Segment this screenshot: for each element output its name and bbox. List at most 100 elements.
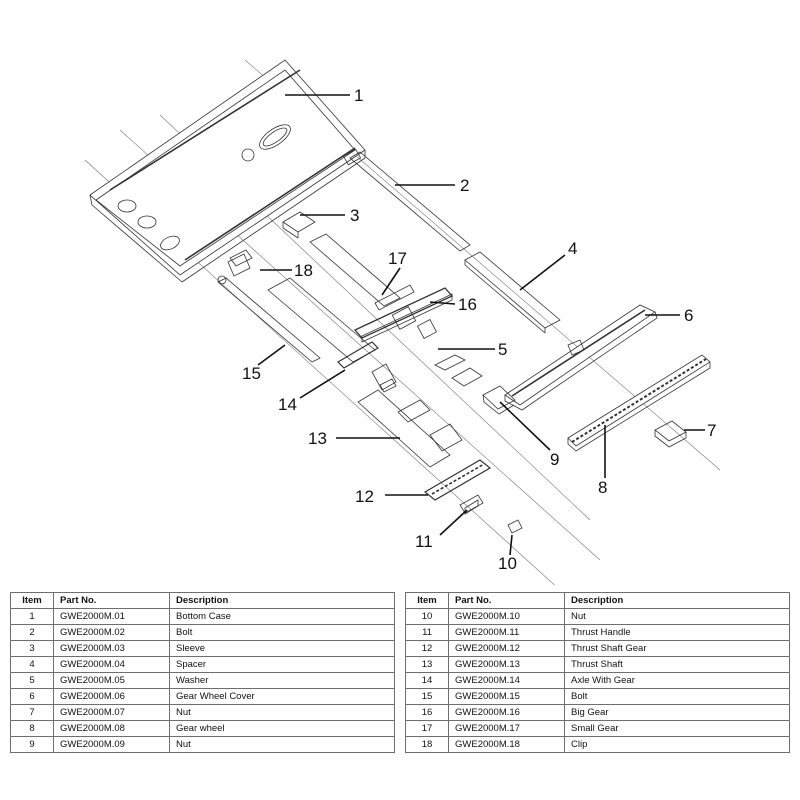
callout-11: 11 bbox=[415, 532, 433, 551]
cell-description: Bolt bbox=[169, 624, 395, 641]
cell-part-no: GWE2000M.15 bbox=[448, 688, 565, 705]
part-bolt bbox=[342, 148, 471, 252]
cell-part-no: GWE2000M.07 bbox=[53, 704, 170, 721]
part-bottom-case bbox=[89, 59, 366, 283]
cell-part-no: GWE2000M.13 bbox=[448, 656, 565, 673]
cell-part-no: GWE2000M.03 bbox=[53, 640, 170, 657]
callout-14: 14 bbox=[278, 395, 297, 414]
cell-item: 11 bbox=[405, 624, 449, 641]
part-gear-wheel-cover bbox=[504, 304, 658, 411]
cell-part-no: GWE2000M.09 bbox=[53, 736, 170, 753]
callout-labels: 1 2 3 4 5 6 7 8 9 10 11 12 13 14 15 16 1… bbox=[242, 86, 716, 573]
part-bolt-15 bbox=[217, 275, 321, 363]
part-big-gear bbox=[353, 287, 454, 343]
callout-5: 5 bbox=[498, 340, 507, 359]
cell-part-no: GWE2000M.16 bbox=[448, 704, 565, 721]
header-part-no: Part No. bbox=[448, 592, 565, 609]
callout-9: 9 bbox=[550, 450, 559, 469]
cell-description: Big Gear bbox=[564, 704, 790, 721]
callout-1: 1 bbox=[354, 86, 363, 105]
cell-description: Thrust Shaft bbox=[564, 656, 790, 673]
part-nut-9 bbox=[482, 385, 516, 415]
part-spacer bbox=[464, 251, 561, 334]
exploded-parts-diagram: 1 2 3 4 5 6 7 8 9 10 11 12 13 14 15 16 1… bbox=[84, 59, 721, 585]
cell-item: 1 bbox=[10, 608, 54, 625]
header-part-no: Part No. bbox=[53, 592, 170, 609]
cell-item: 13 bbox=[405, 656, 449, 673]
cell-description: Bottom Case bbox=[169, 608, 395, 625]
part-axle-with-gear bbox=[267, 233, 401, 391]
callout-6: 6 bbox=[684, 306, 693, 325]
callout-17: 17 bbox=[388, 249, 407, 268]
cell-description: Axle With Gear bbox=[564, 672, 790, 689]
leader-lines bbox=[257, 94, 705, 556]
part-nut-7 bbox=[654, 420, 687, 448]
callout-3: 3 bbox=[350, 206, 359, 225]
cell-part-no: GWE2000M.11 bbox=[448, 624, 565, 641]
cell-description: Thrust Shaft Gear bbox=[564, 640, 790, 657]
cell-part-no: GWE2000M.17 bbox=[448, 720, 565, 737]
cell-description: Bolt bbox=[564, 688, 790, 705]
part-thrust-handle bbox=[459, 494, 484, 515]
cell-description: Small Gear bbox=[564, 720, 790, 737]
cell-part-no: GWE2000M.01 bbox=[53, 608, 170, 625]
callout-12: 12 bbox=[355, 487, 374, 506]
part-thrust-shaft-gear bbox=[423, 459, 492, 501]
header-description: Description bbox=[564, 592, 790, 609]
cell-item: 5 bbox=[10, 672, 54, 689]
callout-10: 10 bbox=[498, 554, 517, 573]
cell-description: Gear Wheel Cover bbox=[169, 688, 395, 705]
cell-item: 3 bbox=[10, 640, 54, 657]
cell-item: 9 bbox=[10, 736, 54, 753]
callout-13: 13 bbox=[308, 429, 327, 448]
cell-description: Nut bbox=[564, 608, 790, 625]
part-thrust-shaft bbox=[357, 378, 463, 468]
cell-part-no: GWE2000M.14 bbox=[448, 672, 565, 689]
cell-description: Sleeve bbox=[169, 640, 395, 657]
part-small-gear bbox=[374, 284, 438, 340]
callout-16: 16 bbox=[458, 295, 477, 314]
callout-7: 7 bbox=[707, 421, 716, 440]
cell-part-no: GWE2000M.08 bbox=[53, 720, 170, 737]
cell-item: 16 bbox=[405, 704, 449, 721]
cell-description: Clip bbox=[564, 736, 790, 753]
callout-8: 8 bbox=[598, 478, 607, 497]
header-item: Item bbox=[405, 592, 449, 609]
cell-item: 14 bbox=[405, 672, 449, 689]
cell-part-no: GWE2000M.05 bbox=[53, 672, 170, 689]
cell-description: Spacer bbox=[169, 656, 395, 673]
cell-part-no: GWE2000M.18 bbox=[448, 736, 565, 753]
part-gear-wheel bbox=[567, 354, 711, 452]
table-header-row: Item Part No. Description bbox=[405, 592, 790, 609]
cell-item: 2 bbox=[10, 624, 54, 641]
cell-part-no: GWE2000M.10 bbox=[448, 608, 565, 625]
cell-part-no: GWE2000M.02 bbox=[53, 624, 170, 641]
part-nut-10 bbox=[507, 519, 523, 534]
table-header-row: Item Part No. Description bbox=[10, 592, 395, 609]
cell-part-no: GWE2000M.12 bbox=[448, 640, 565, 657]
cell-description: Washer bbox=[169, 672, 395, 689]
cell-item: 17 bbox=[405, 720, 449, 737]
cell-item: 12 bbox=[405, 640, 449, 657]
cell-description: Nut bbox=[169, 736, 395, 753]
